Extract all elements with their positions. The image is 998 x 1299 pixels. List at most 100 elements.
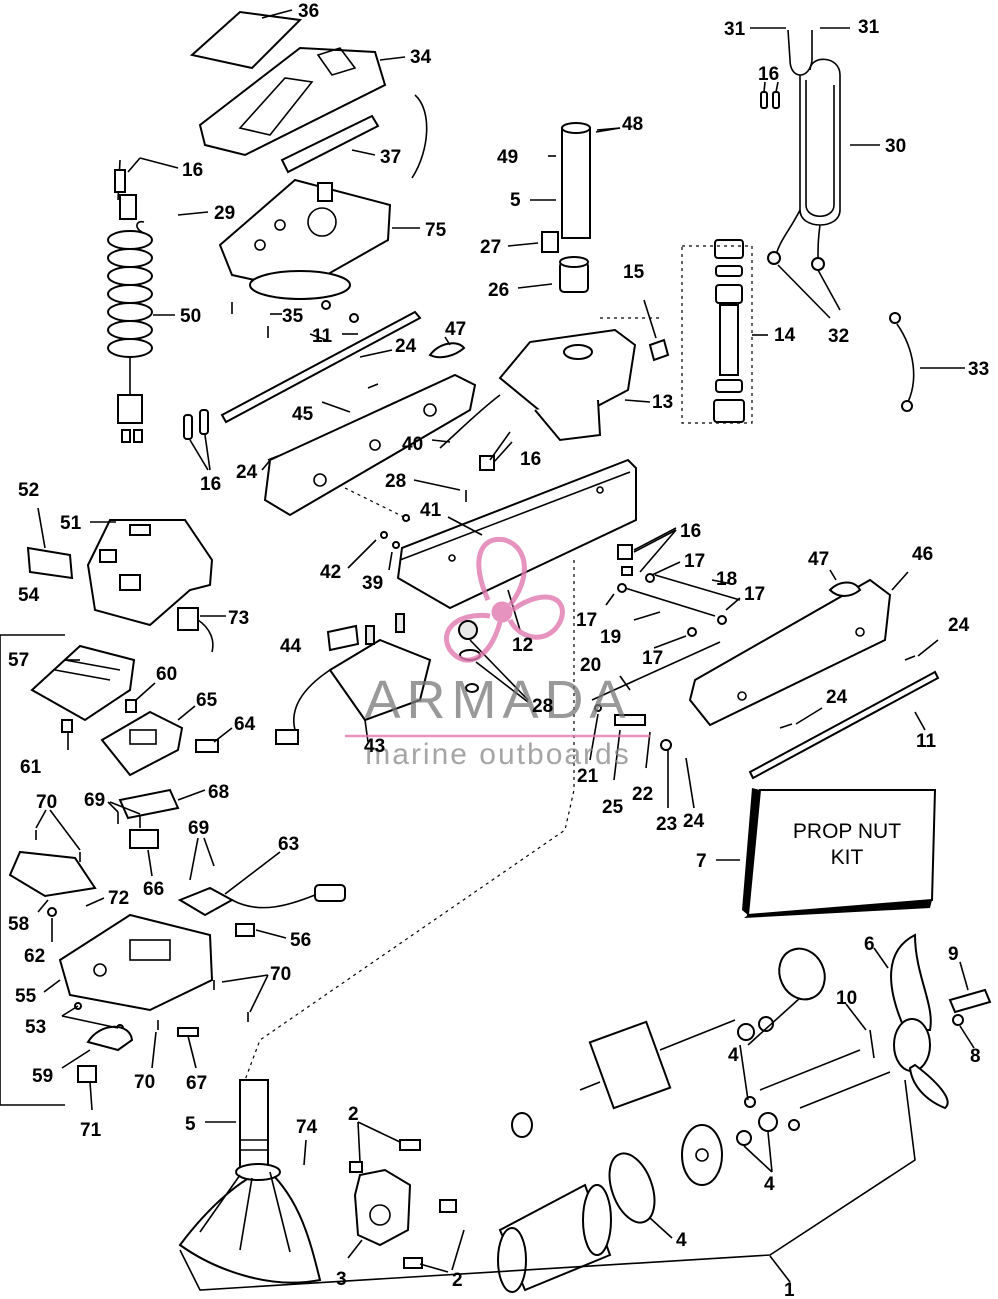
- part-side-plate-46: [688, 578, 892, 727]
- callout-15: 15: [623, 262, 645, 283]
- callout-17-d: 17: [642, 648, 663, 669]
- callout-4-a: 4: [676, 1230, 687, 1251]
- part-rods-18-19: [591, 573, 741, 701]
- callout-69-b: 69: [188, 818, 209, 839]
- part-pedal-plate-55: [47, 907, 214, 1012]
- part-clip-29: [136, 220, 145, 233]
- callout-36: 36: [298, 1, 319, 22]
- watermark-brand: ARMADA: [364, 670, 631, 730]
- part-switch-56: [235, 923, 255, 937]
- callout-52: 52: [18, 480, 39, 501]
- part-housing-13: [498, 328, 637, 442]
- callout-57: 57: [8, 650, 29, 671]
- callout-27: 27: [480, 237, 501, 258]
- callout-71: 71: [80, 1120, 102, 1141]
- part-oring-4-bottom: [608, 1152, 656, 1224]
- callout-24-a: 24: [395, 336, 417, 357]
- callout-31-a: 31: [724, 19, 746, 40]
- part-pin-10: [869, 1029, 875, 1059]
- part-pedal-57: [30, 644, 136, 722]
- callout-37: 37: [380, 147, 401, 168]
- callout-70-b: 70: [270, 964, 291, 985]
- callout-16-b: 16: [200, 474, 221, 495]
- part-trim-strip-37: [280, 114, 380, 174]
- callout-18: 18: [716, 569, 737, 590]
- callout-28-a: 28: [385, 471, 406, 492]
- callout-22: 22: [632, 784, 653, 805]
- callout-32: 32: [828, 326, 849, 347]
- part-shaft-5-upper: [561, 122, 591, 239]
- part-bushing-stack-14: [681, 239, 753, 424]
- part-contact-68: [118, 788, 180, 820]
- callout-31-b: 31: [858, 17, 880, 38]
- callout-2-a: 2: [348, 1104, 359, 1125]
- callout-49: 49: [497, 147, 518, 168]
- callout-16-c: 16: [520, 449, 541, 470]
- callout-60: 60: [156, 664, 177, 685]
- callout-24-d: 24: [826, 687, 848, 708]
- part-skeg-housing: [178, 1163, 322, 1284]
- part-motor-can: [497, 1183, 612, 1293]
- callout-1: 1: [784, 1280, 795, 1299]
- callout-24-c: 24: [948, 615, 970, 636]
- callout-13: 13: [652, 392, 673, 413]
- part-decal-71: [77, 1065, 97, 1083]
- callout-43: 43: [364, 736, 385, 757]
- callout-24-b: 24: [236, 462, 258, 483]
- callout-23: 23: [656, 814, 677, 835]
- callout-55: 55: [15, 986, 37, 1007]
- callout-11-a: 11: [312, 326, 333, 347]
- callout-30: 30: [885, 136, 906, 157]
- part-control-board-43: [275, 613, 432, 745]
- callout-29: 29: [214, 203, 235, 224]
- part-prop-nut-9-8: [948, 988, 992, 1026]
- callout-67: 67: [186, 1073, 207, 1094]
- callout-63: 63: [278, 834, 299, 855]
- part-screws-35: [231, 300, 359, 338]
- part-label-52: [26, 546, 74, 580]
- watermark: ARMADA marine outboards: [345, 536, 650, 771]
- prop-nut-kit-box: PROP NUT KIT: [742, 788, 937, 918]
- callout-5-a: 5: [510, 190, 521, 211]
- callout-4-b: 4: [728, 1045, 739, 1066]
- callout-41: 41: [420, 500, 442, 521]
- part-bracket-41: [396, 458, 637, 610]
- callout-58: 58: [8, 914, 29, 935]
- callout-5-b: 5: [185, 1114, 196, 1135]
- part-end-cap: [681, 1124, 723, 1186]
- part-control-head-75: [218, 178, 392, 300]
- callout-16-d: 16: [758, 64, 779, 85]
- part-shaft-5-lower: [239, 1079, 269, 1171]
- part-screws-24: [267, 383, 916, 729]
- callout-66: 66: [143, 879, 164, 900]
- prop-nut-kit-line2: KIT: [831, 846, 864, 869]
- callout-65: 65: [196, 690, 218, 711]
- part-collar-26: [559, 256, 589, 293]
- part-switch-64: [195, 739, 219, 753]
- callout-33: 33: [968, 359, 989, 380]
- part-pedal-cover-51: [86, 519, 214, 627]
- callout-25: 25: [602, 797, 624, 818]
- callout-47-a: 47: [445, 319, 466, 340]
- callout-74: 74: [296, 1117, 318, 1138]
- part-pedal-base-58: [8, 850, 97, 898]
- callout-54: 54: [18, 585, 40, 606]
- part-wear-pad-47-left: [428, 342, 466, 359]
- part-wire-harness-30: [760, 29, 841, 271]
- callout-16-e: 16: [680, 521, 701, 542]
- part-oring-4-top: [778, 947, 826, 1001]
- callout-42: 42: [320, 562, 341, 583]
- part-board-44: [326, 624, 360, 652]
- part-rail-11-bottom: [748, 670, 940, 780]
- callout-17-c: 17: [576, 610, 597, 631]
- callout-10: 10: [836, 988, 857, 1009]
- watermark-tagline: marine outboards: [365, 738, 630, 771]
- leader-lines: [35, 9, 975, 1283]
- part-wire-loop: [411, 94, 428, 179]
- callout-17-b: 17: [744, 584, 765, 605]
- callout-40: 40: [402, 434, 423, 455]
- part-ground-wire-33: [889, 312, 915, 412]
- callout-20: 20: [580, 655, 601, 676]
- callout-53: 53: [25, 1017, 46, 1038]
- callout-14: 14: [774, 325, 796, 346]
